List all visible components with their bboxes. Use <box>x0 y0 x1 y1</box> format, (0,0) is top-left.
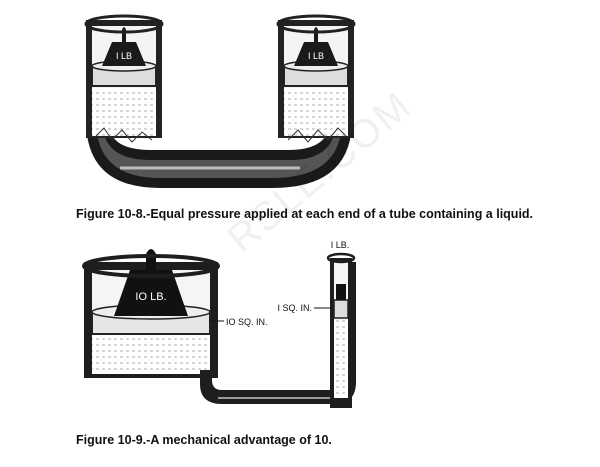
small-weight-label: I LB. <box>331 240 350 250</box>
figure-10-8-diagram: I LB I LB <box>84 14 356 188</box>
u-tube-outer <box>86 22 352 188</box>
figure-10-9-diagram: IO LB. IO SQ. IN. I LB. I SQ. IN. <box>82 240 356 408</box>
right-weight <box>294 42 338 66</box>
right-weight-label: I LB <box>308 51 324 61</box>
left-weight <box>102 42 146 66</box>
large-weight <box>114 270 188 316</box>
left-weight-label: I LB <box>116 51 132 61</box>
large-weight-label: IO LB. <box>135 291 166 303</box>
small-area-label: I SQ. IN. <box>277 303 312 313</box>
figure-10-9-caption: Figure 10-9.-A mechanical advantage of 1… <box>76 433 332 447</box>
large-area-label: IO SQ. IN. <box>226 317 268 327</box>
small-piston <box>333 299 349 319</box>
figure-10-8-caption: Figure 10-8.-Equal pressure applied at e… <box>76 207 534 221</box>
small-weight <box>336 284 346 300</box>
